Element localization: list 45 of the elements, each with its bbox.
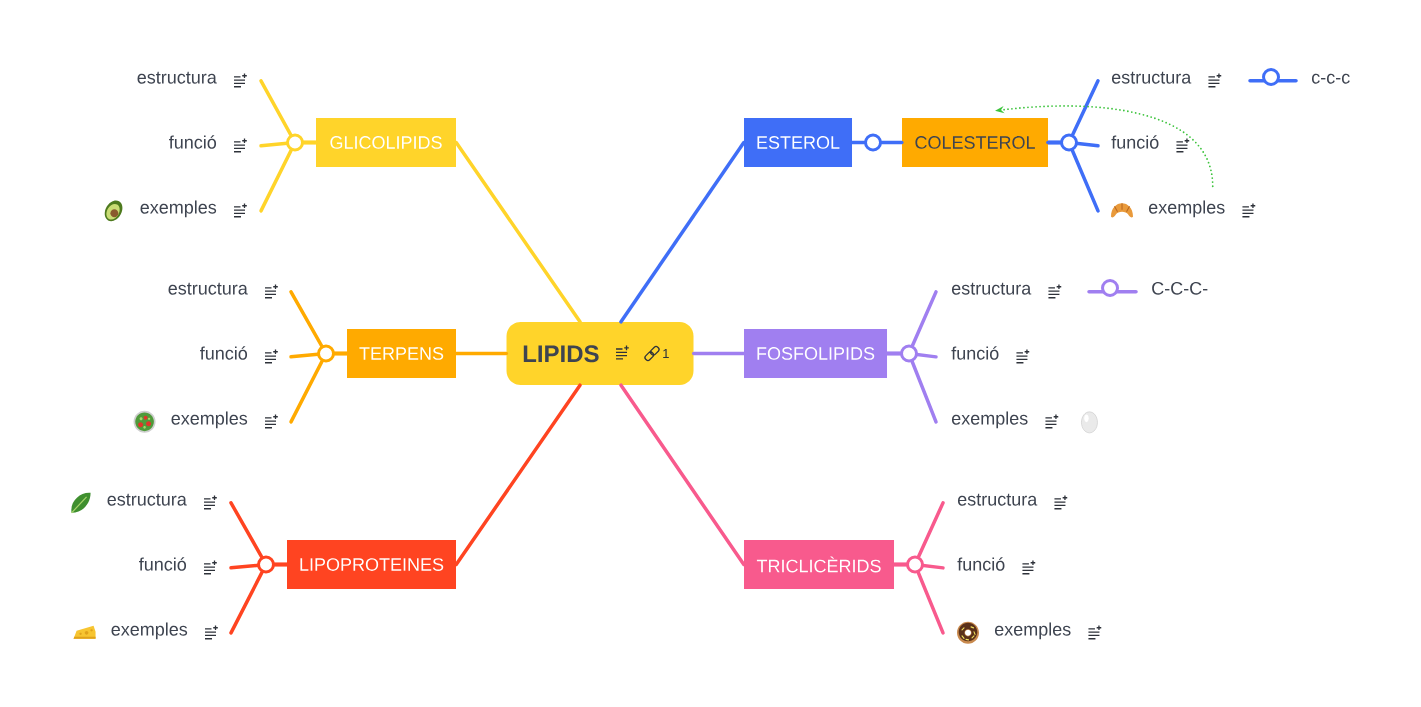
subtopic-label: estructura (1112, 71, 1192, 84)
topic-box: ESTEROL (744, 118, 852, 167)
topic-box: TRICLICÈRIDS (744, 540, 894, 589)
branch-line (1087, 290, 1138, 294)
subtopic-label: exemples (1149, 200, 1225, 218)
subtopic-label: funció (1111, 135, 1159, 149)
topic-box: GLICOLIPIDS (316, 118, 456, 167)
subtopic-label: funció (951, 346, 999, 360)
subtopic-label: estructura (137, 71, 217, 84)
subtopic-label: funció (139, 557, 187, 571)
node-label: 1 (663, 349, 669, 358)
subtopic-label: funció (957, 557, 1005, 571)
branch-line (850, 140, 904, 145)
topic-box: TERPENS (347, 329, 456, 378)
subtopic-label: exemples (952, 411, 1028, 429)
node-label: LIPIDS (523, 345, 599, 363)
topic-box: COLESTEROL (902, 118, 1048, 167)
subtopic-label: exemples (111, 622, 188, 640)
branch-line (885, 351, 938, 424)
branch-line (259, 140, 318, 213)
subtopic-label: exemples (171, 411, 248, 429)
subtopic-label: exemples (140, 200, 217, 218)
subtopic-label: funció (200, 346, 248, 360)
subtopic-label: c-c-c (1312, 73, 1350, 84)
subtopic-label: estructura (952, 282, 1032, 295)
branch-line (619, 383, 746, 567)
topic-box: LIPOPROTEINES (287, 540, 456, 589)
branch-line (229, 562, 289, 635)
subtopic-label: estructura (168, 282, 248, 295)
subtopic-label: estructura (958, 493, 1038, 506)
central-topic: LIPIDS 1 (506, 322, 694, 385)
subtopic-label: exemples (995, 622, 1071, 640)
topic-box: FOSFOLIPIDS (744, 329, 887, 378)
branch-line (691, 351, 746, 356)
branch-line (619, 140, 746, 324)
branch-line (454, 140, 582, 324)
branch-line (454, 383, 582, 567)
branch-line (892, 562, 945, 635)
branch-line (289, 351, 349, 424)
branch-line (1046, 140, 1100, 213)
branch-line (1248, 79, 1298, 83)
subtopic-label: funció (169, 135, 217, 149)
subtopic-label: estructura (107, 493, 187, 506)
subtopic-label: C-C-C- (1152, 281, 1208, 295)
branch-line (454, 351, 509, 356)
